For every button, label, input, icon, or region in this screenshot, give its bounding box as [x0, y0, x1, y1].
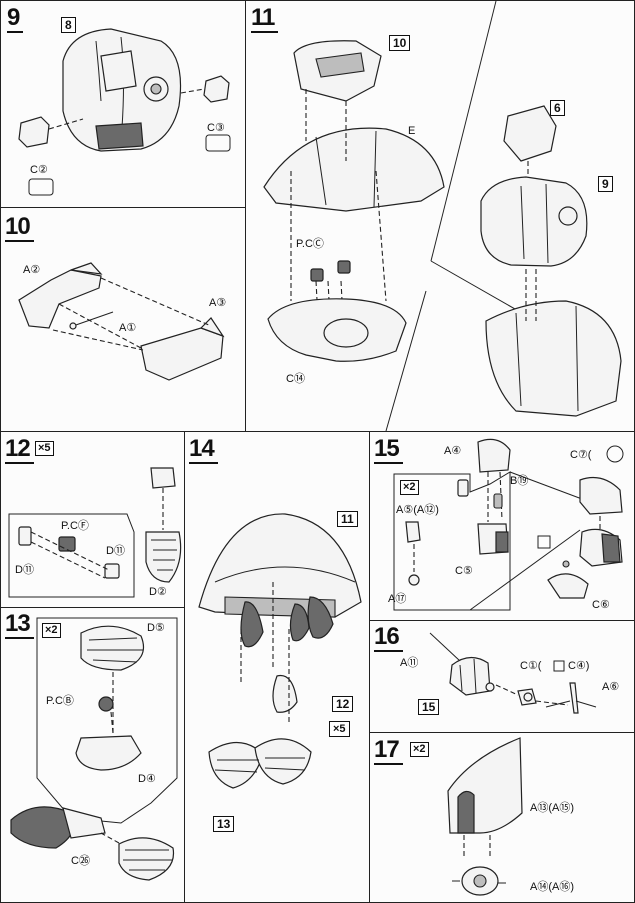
step-16-drawing — [429, 632, 597, 714]
part-label: D⑤ — [147, 622, 165, 634]
subassembly-box: 15 — [418, 699, 440, 715]
part-label: C⑦( — [570, 449, 592, 461]
step-15-drawing — [393, 438, 624, 611]
part-label: A⑥ — [602, 681, 620, 693]
step-number: 12 — [5, 435, 34, 464]
step-12-panel: 12 ×5 P.CⒻ D⑪ D⑪ D② — [0, 431, 186, 609]
subassembly-box: 9 — [598, 176, 613, 192]
subassembly-box: 12 — [332, 696, 354, 712]
step-10-panel: 10 A② A③ A① — [0, 207, 247, 433]
step-number: 13 — [5, 610, 34, 639]
step-number: 10 — [5, 213, 34, 242]
subassembly-box: 6 — [550, 100, 565, 116]
part-label: P.CⒸ — [296, 238, 324, 250]
step-number: 15 — [374, 435, 403, 464]
part-label: C② — [30, 164, 48, 176]
quantity-multiplier: ×2 — [410, 742, 429, 757]
step-9-panel: 9 8 C② C③ — [0, 0, 247, 209]
step-13-panel: 13 ×2 D⑤ P.CⒷ D④ C㉖ — [0, 607, 186, 903]
part-label: C⑤ — [455, 565, 473, 577]
part-label: E — [408, 125, 416, 137]
step-14-panel: 14 11 12 ×5 13 — [184, 431, 371, 903]
part-label: A⑪ — [400, 657, 419, 669]
quantity-multiplier: ×2 — [400, 480, 419, 495]
part-label: A④ — [444, 445, 462, 457]
quantity-multiplier: ×2 — [42, 623, 61, 638]
part-label: D② — [149, 586, 167, 598]
part-label: C㉖ — [71, 855, 90, 867]
subassembly-box: 11 — [337, 511, 358, 527]
part-label: C④) — [568, 660, 590, 672]
step-11-panel: 11 10 6 9 E P.CⒸ C⑭ — [245, 0, 635, 433]
part-label: A⑭(A⑯) — [530, 881, 574, 893]
subassembly-box: 8 — [61, 17, 76, 33]
part-label: D⑪ — [106, 545, 125, 557]
part-label: P.CⒻ — [61, 520, 89, 532]
part-label: C①( — [520, 660, 542, 672]
part-label: D⑪ — [15, 564, 34, 576]
subassembly-box: 10 — [389, 35, 411, 51]
quantity-box: ×5 — [329, 721, 350, 737]
part-label: A① — [119, 322, 137, 334]
step-10-drawing — [18, 262, 225, 381]
step-number: 9 — [7, 4, 24, 33]
step-number: 16 — [374, 623, 403, 652]
part-label: C⑭ — [286, 373, 305, 385]
step-11-drawing — [263, 1, 622, 432]
part-label: P.CⒷ — [46, 695, 74, 707]
part-label: A③ — [209, 297, 227, 309]
step-number: 14 — [189, 435, 218, 464]
part-label: C⑥ — [592, 599, 610, 611]
step-16-panel: 16 15 A⑪ C①( C④) A⑥ — [369, 620, 635, 734]
step-12-drawing — [8, 467, 182, 598]
step-number: 17 — [374, 736, 403, 765]
part-label: A⑤(A⑫) — [396, 504, 439, 516]
part-label: A② — [23, 264, 41, 276]
step-14-drawing — [198, 513, 362, 789]
part-label: C③ — [207, 122, 225, 134]
step-17-drawing — [447, 737, 523, 896]
part-label: B⑲ — [510, 475, 529, 487]
step-17-panel: 17 ×2 A⑬(A⑮) A⑭(A⑯) — [369, 732, 635, 903]
part-label: D④ — [138, 773, 156, 785]
quantity-multiplier: ×5 — [35, 441, 54, 456]
step-number: 11 — [251, 4, 279, 33]
step-15-panel: 15 ×2 A④ A⑤(A⑫) A⑰ C⑤ B⑲ C⑦( C⑥ — [369, 431, 635, 622]
step-13-drawing — [10, 617, 178, 881]
subassembly-box: 13 — [213, 816, 235, 832]
step-9-drawing — [18, 28, 231, 196]
part-label: A⑬(A⑮) — [530, 802, 574, 814]
part-label: A⑰ — [388, 593, 407, 605]
